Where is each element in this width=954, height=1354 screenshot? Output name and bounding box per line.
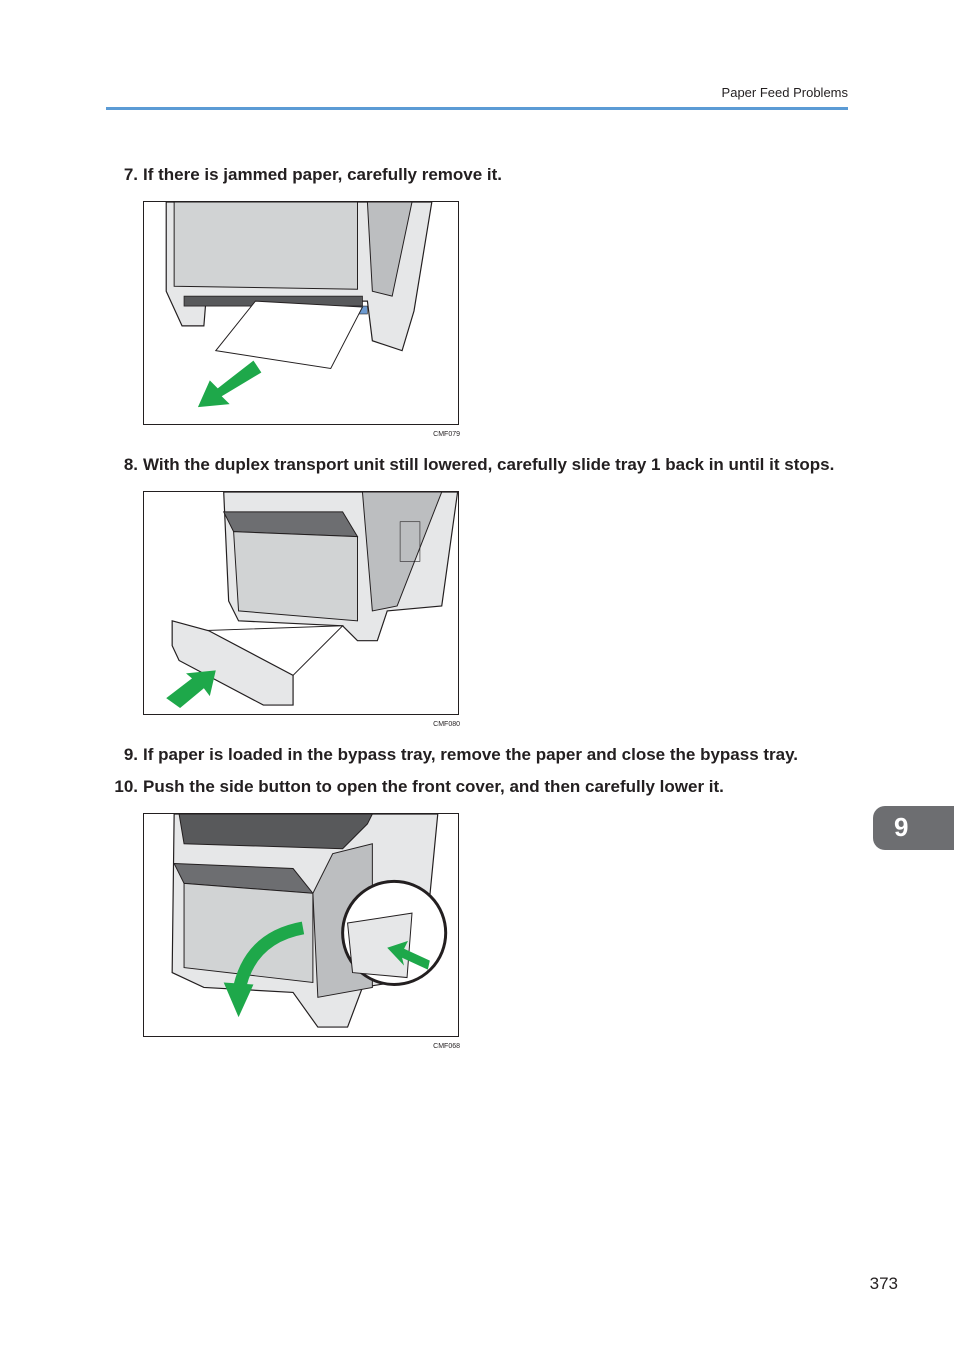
step-text: With the duplex transport unit still low… [143,455,835,474]
lower-cover-arrow-icon [223,982,254,1018]
step-10: 10. Push the side button to open the fron… [106,776,846,798]
chapter-tab: 9 [873,806,954,850]
side-button-arrow-icon [387,940,430,970]
figure-code: CMF079 [433,431,460,438]
figure-code: CMF068 [433,1043,460,1050]
step-number: 9. [123,745,138,764]
step-number: 10. [114,777,138,796]
pull-arrow-icon [197,360,262,408]
page-number: 373 [869,1274,898,1293]
step-number: 7. [123,165,138,184]
printer-jam-illustration [165,202,433,408]
figure-slide-tray-in [143,491,459,715]
step-9: 9. If paper is loaded in the bypass tray,… [106,744,846,766]
running-header: Paper Feed Problems [721,85,848,100]
figure-open-front-cover [143,813,459,1037]
figure-remove-jammed-paper [143,201,459,425]
step-number: 8. [123,455,138,474]
step-text: If there is jammed paper, carefully remo… [143,165,503,184]
printer-tray-illustration [166,492,458,709]
figure-code: CMF080 [433,721,460,728]
step-text: If paper is loaded in the bypass tray, r… [143,745,799,764]
step-text: Push the side button to open the front c… [143,777,724,796]
step-8: 8. With the duplex transport unit still l… [106,454,846,476]
step-7: 7. If there is jammed paper, carefully re… [106,164,846,186]
header-rule [106,107,848,110]
chapter-number: 9 [894,812,909,842]
push-arrow-icon [166,670,216,709]
printer-front-cover-illustration [171,814,448,1028]
